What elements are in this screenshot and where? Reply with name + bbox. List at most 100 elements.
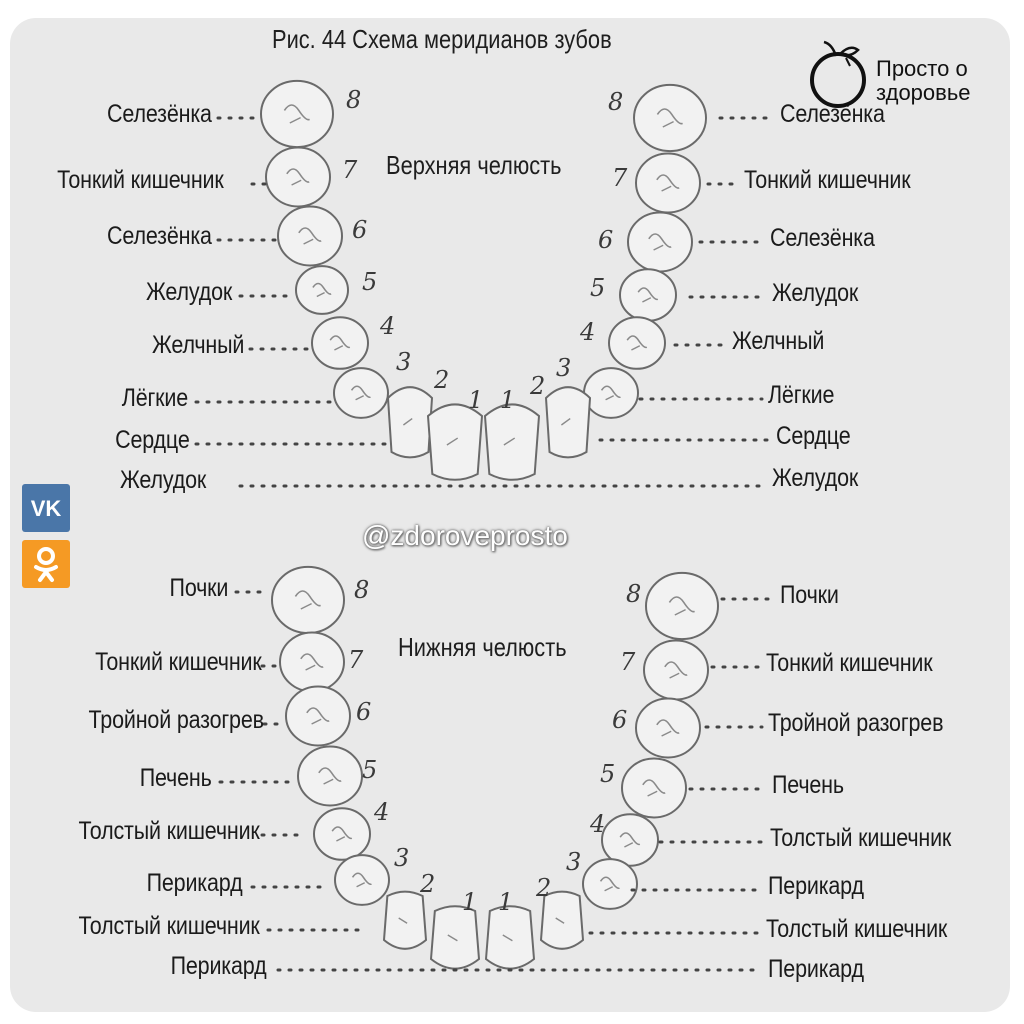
lower-left-label-2: Толстый кишечник <box>78 912 260 940</box>
upper-left-number-4: 4 <box>380 312 396 340</box>
lower-right-label-2: Толстый кишечник <box>766 915 948 943</box>
upper-right-label-6: Селезёнка <box>770 224 875 252</box>
upper-right-number-1: 1 <box>500 386 516 414</box>
upper-right-tooth-4 <box>608 316 666 370</box>
upper-right-number-8: 8 <box>608 88 624 116</box>
lower-left-number-6: 6 <box>356 698 372 726</box>
upper-left-label-8: Селезёнка <box>107 100 212 128</box>
upper-left-tooth-8 <box>260 79 334 149</box>
upper-left-tooth-6 <box>277 205 343 267</box>
lower-left-label-4: Толстый кишечник <box>78 817 260 845</box>
upper-right-tooth-8 <box>633 83 707 153</box>
lower-right-label-6: Тройной разогрев <box>768 709 944 737</box>
upper-left-number-6: 6 <box>352 216 368 244</box>
lower-left-label-3: Перикард <box>146 869 242 897</box>
upper-right-tooth-1 <box>483 403 541 481</box>
lower-right-label-1: Перикард <box>768 955 864 983</box>
logo-text-line2: здоровье <box>876 80 971 105</box>
lower-left-number-5: 5 <box>362 756 378 784</box>
lower-left-label-6: Тройной разогрев <box>88 706 265 734</box>
odnoklassniki-icon <box>34 547 58 582</box>
ok-share-button[interactable] <box>22 540 70 588</box>
lower-left-tooth-5 <box>297 745 363 807</box>
lower-right-label-4: Толстый кишечник <box>770 824 952 852</box>
logo-text-line1: Просто о <box>876 56 968 81</box>
upper-left-tooth-5 <box>295 265 349 315</box>
upper-right-label-3: Лёгкие <box>768 381 835 409</box>
upper-left-tooth-3 <box>333 367 389 419</box>
upper-left-label-7: Тонкий кишечник <box>57 166 224 194</box>
lower-left-tooth-2 <box>382 890 428 950</box>
upper-right-tooth-3 <box>583 367 639 419</box>
upper-right-tooth-5 <box>619 268 677 322</box>
brand-logo: Просто о здоровье <box>806 38 1006 118</box>
lower-left-number-2: 2 <box>420 870 436 898</box>
lower-right-number-3: 3 <box>566 848 582 876</box>
lower-right-tooth-7 <box>643 639 709 701</box>
lower-right-tooth-1 <box>484 905 536 970</box>
upper-right-number-2: 2 <box>530 372 546 400</box>
upper-left-number-3: 3 <box>396 348 412 376</box>
upper-left-tooth-2 <box>386 386 434 459</box>
lower-right-tooth-8 <box>645 571 719 641</box>
upper-right-number-5: 5 <box>590 274 606 302</box>
lower-left-number-8: 8 <box>354 576 370 604</box>
lower-right-tooth-5 <box>621 757 687 819</box>
lower-right-label-8: Почки <box>780 581 839 609</box>
upper-left-label-1: Желудок <box>119 466 206 494</box>
upper-left-number-7: 7 <box>342 156 358 184</box>
upper-left-label-2: Сердце <box>115 426 191 454</box>
upper-left-number-1: 1 <box>468 386 484 414</box>
lower-right-tooth-6 <box>635 697 701 759</box>
lower-left-tooth-7 <box>279 631 345 693</box>
upper-right-label-7: Тонкий кишечник <box>744 166 911 194</box>
lower-right-label-3: Перикард <box>768 872 864 900</box>
lower-right-label-7: Тонкий кишечник <box>766 649 933 677</box>
upper-left-label-5: Желудок <box>145 278 232 306</box>
lower-left-tooth-8 <box>271 565 345 635</box>
lower-left-tooth-3 <box>334 854 390 906</box>
upper-right-tooth-6 <box>627 211 693 273</box>
upper-left-label-4: Желчный <box>151 331 244 359</box>
upper-right-label-2: Сердце <box>776 422 851 450</box>
lower-left-number-3: 3 <box>394 844 410 872</box>
figure-title: Рис. 44 Схема меридианов зубов <box>272 24 612 54</box>
lower-left-label-5: Печень <box>140 764 212 792</box>
lower-right-number-4: 4 <box>590 810 606 838</box>
lower-left-label-8: Почки <box>169 574 228 602</box>
upper-left-tooth-1 <box>426 403 484 481</box>
lower-right-tooth-2 <box>539 890 585 950</box>
svg-text:VK: VK <box>31 496 62 521</box>
upper-right-label-1: Желудок <box>772 464 859 492</box>
upper-left-number-2: 2 <box>434 366 450 394</box>
upper-left-tooth-7 <box>265 146 331 208</box>
lower-left-tooth-4 <box>313 807 371 861</box>
lower-jaw-label: Нижняя челюсть <box>398 632 567 662</box>
upper-right-label-5: Желудок <box>772 279 859 307</box>
upper-left-tooth-4 <box>311 316 369 370</box>
upper-left-number-8: 8 <box>346 86 362 114</box>
lower-left-label-7: Тонкий кишечник <box>95 648 262 676</box>
upper-right-number-7: 7 <box>612 164 628 192</box>
lower-right-number-1: 1 <box>498 888 514 916</box>
lower-right-tooth-4 <box>601 813 659 867</box>
lower-right-number-6: 6 <box>612 706 628 734</box>
lower-right-tooth-3 <box>582 858 638 910</box>
diagram-card <box>10 18 1010 1012</box>
lower-left-number-1: 1 <box>462 888 478 916</box>
lower-left-number-4: 4 <box>374 798 390 826</box>
lower-right-number-7: 7 <box>620 648 636 676</box>
upper-left-number-5: 5 <box>362 268 378 296</box>
vk-share-button[interactable]: VK <box>22 484 70 532</box>
upper-jaw-label: Верхняя челюсть <box>386 150 562 180</box>
upper-right-tooth-2 <box>544 386 592 459</box>
lower-right-label-5: Печень <box>772 771 844 799</box>
upper-left-label-3: Лёгкие <box>121 384 188 412</box>
watermark: @zdoroveprosto <box>362 520 568 551</box>
lower-right-number-8: 8 <box>626 580 642 608</box>
upper-right-number-6: 6 <box>598 226 614 254</box>
vk-icon: VK <box>31 496 62 521</box>
lower-right-number-2: 2 <box>536 874 552 902</box>
lower-left-tooth-6 <box>285 685 351 747</box>
